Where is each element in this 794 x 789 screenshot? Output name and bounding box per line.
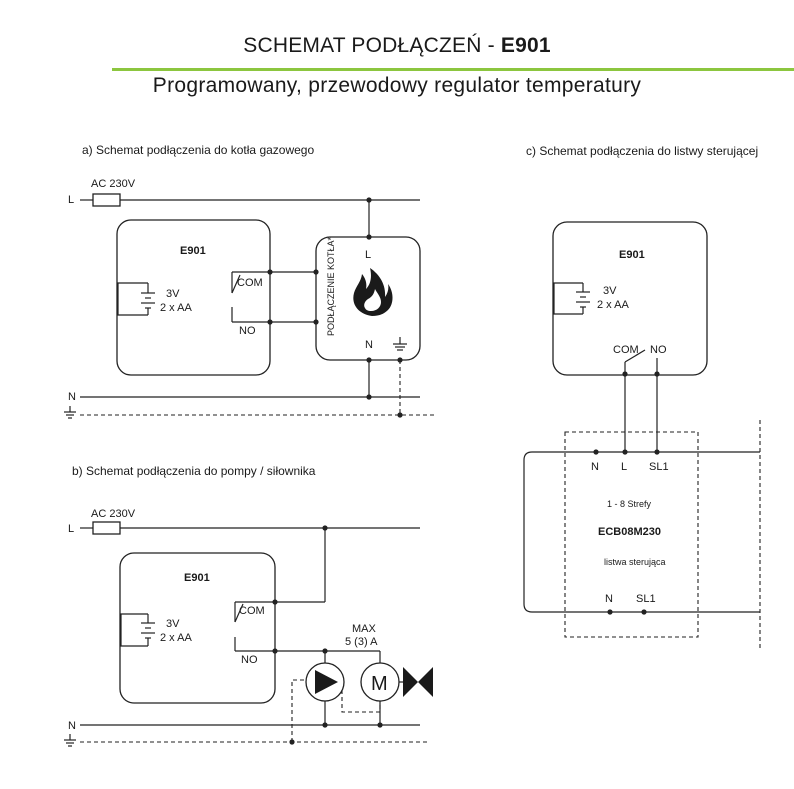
boiler-l-label: L [365,249,371,261]
battery-icon [117,282,155,316]
ground-icon [393,337,407,351]
section-b-pump: b) Schemat podłączenia do pompy / siłown… [64,464,433,747]
battery-voltage-b: 3V [166,618,180,630]
thermostat-box-c [552,221,708,376]
section-a-boiler: a) Schemat podłączenia do kotła gazowego… [64,143,435,419]
battery-voltage-a: 3V [166,288,180,300]
strip-l-label: L [621,461,627,473]
device-label-b: E901 [184,572,210,584]
strip-n-label: N [591,461,599,473]
com-label-c: COM [613,344,639,356]
boiler-n-label: N [365,339,373,351]
strip-sl1-label: SL1 [649,461,669,473]
supply-label-b: AC 230V [91,508,136,520]
battery-type-c: 2 x AA [597,299,629,311]
device-label-c: E901 [619,249,645,261]
ground-icon [64,406,76,419]
fuse-icon [92,521,121,535]
relay-contact-c [624,349,646,363]
battery-voltage-c: 3V [603,285,617,297]
strip-bottom-n: N [605,593,613,605]
strip-bus [523,451,760,613]
relay-contact-a [231,274,241,294]
line-n-label-a: N [68,391,76,403]
strip-zones: 1 - 8 Strefy [607,499,652,509]
com-label-b: COM [239,605,265,617]
thermostat-box-b [119,552,276,704]
boiler-label: PODŁĄCZENIE KOTŁA* [326,236,336,336]
section-c-strip: c) Schemat podłączenia do listwy sterują… [523,144,761,650]
section-a-heading: a) Schemat podłączenia do kotła gazowego [82,143,314,157]
max-current: 5 (3) A [345,636,378,648]
pump-icon [305,662,345,702]
line-n-label-b: N [68,720,76,732]
strip-bottom-sl1: SL1 [636,593,656,605]
page-subtitle: Programowany, przewodowy regulator tempe… [152,74,642,97]
section-c-heading: c) Schemat podłączenia do listwy sterują… [526,144,758,158]
battery-type-a: 2 x AA [160,302,192,314]
strip-outline [564,431,699,638]
model-name: E901 [500,34,551,57]
ground-icon [64,734,76,747]
strip-description: listwa sterująca [604,557,666,567]
section-b-heading: b) Schemat podłączenia do pompy / siłown… [72,464,316,478]
flame-icon [353,268,393,316]
device-label-a: E901 [180,245,206,257]
valve-icon [399,667,433,697]
line-l-label-b: L [68,523,74,535]
supply-label-a: AC 230V [91,178,136,190]
battery-icon [553,282,590,315]
no-label-c: NO [650,344,667,356]
title-rule [112,68,794,71]
com-label-a: COM [237,277,263,289]
no-label-b: NO [241,654,258,666]
motor-label: M [371,673,388,695]
no-label-a: NO [239,325,256,337]
battery-type-b: 2 x AA [160,632,192,644]
battery-icon [120,613,155,647]
strip-model: ECB08M230 [598,526,661,538]
fuse-icon [92,193,121,207]
line-l-label-a: L [68,194,74,206]
max-label: MAX [352,623,377,635]
page-title: SCHEMAT PODŁĄCZEŃ - E901 [243,34,551,57]
thermostat-box-a [116,219,271,376]
relay-contact-b [234,603,244,623]
